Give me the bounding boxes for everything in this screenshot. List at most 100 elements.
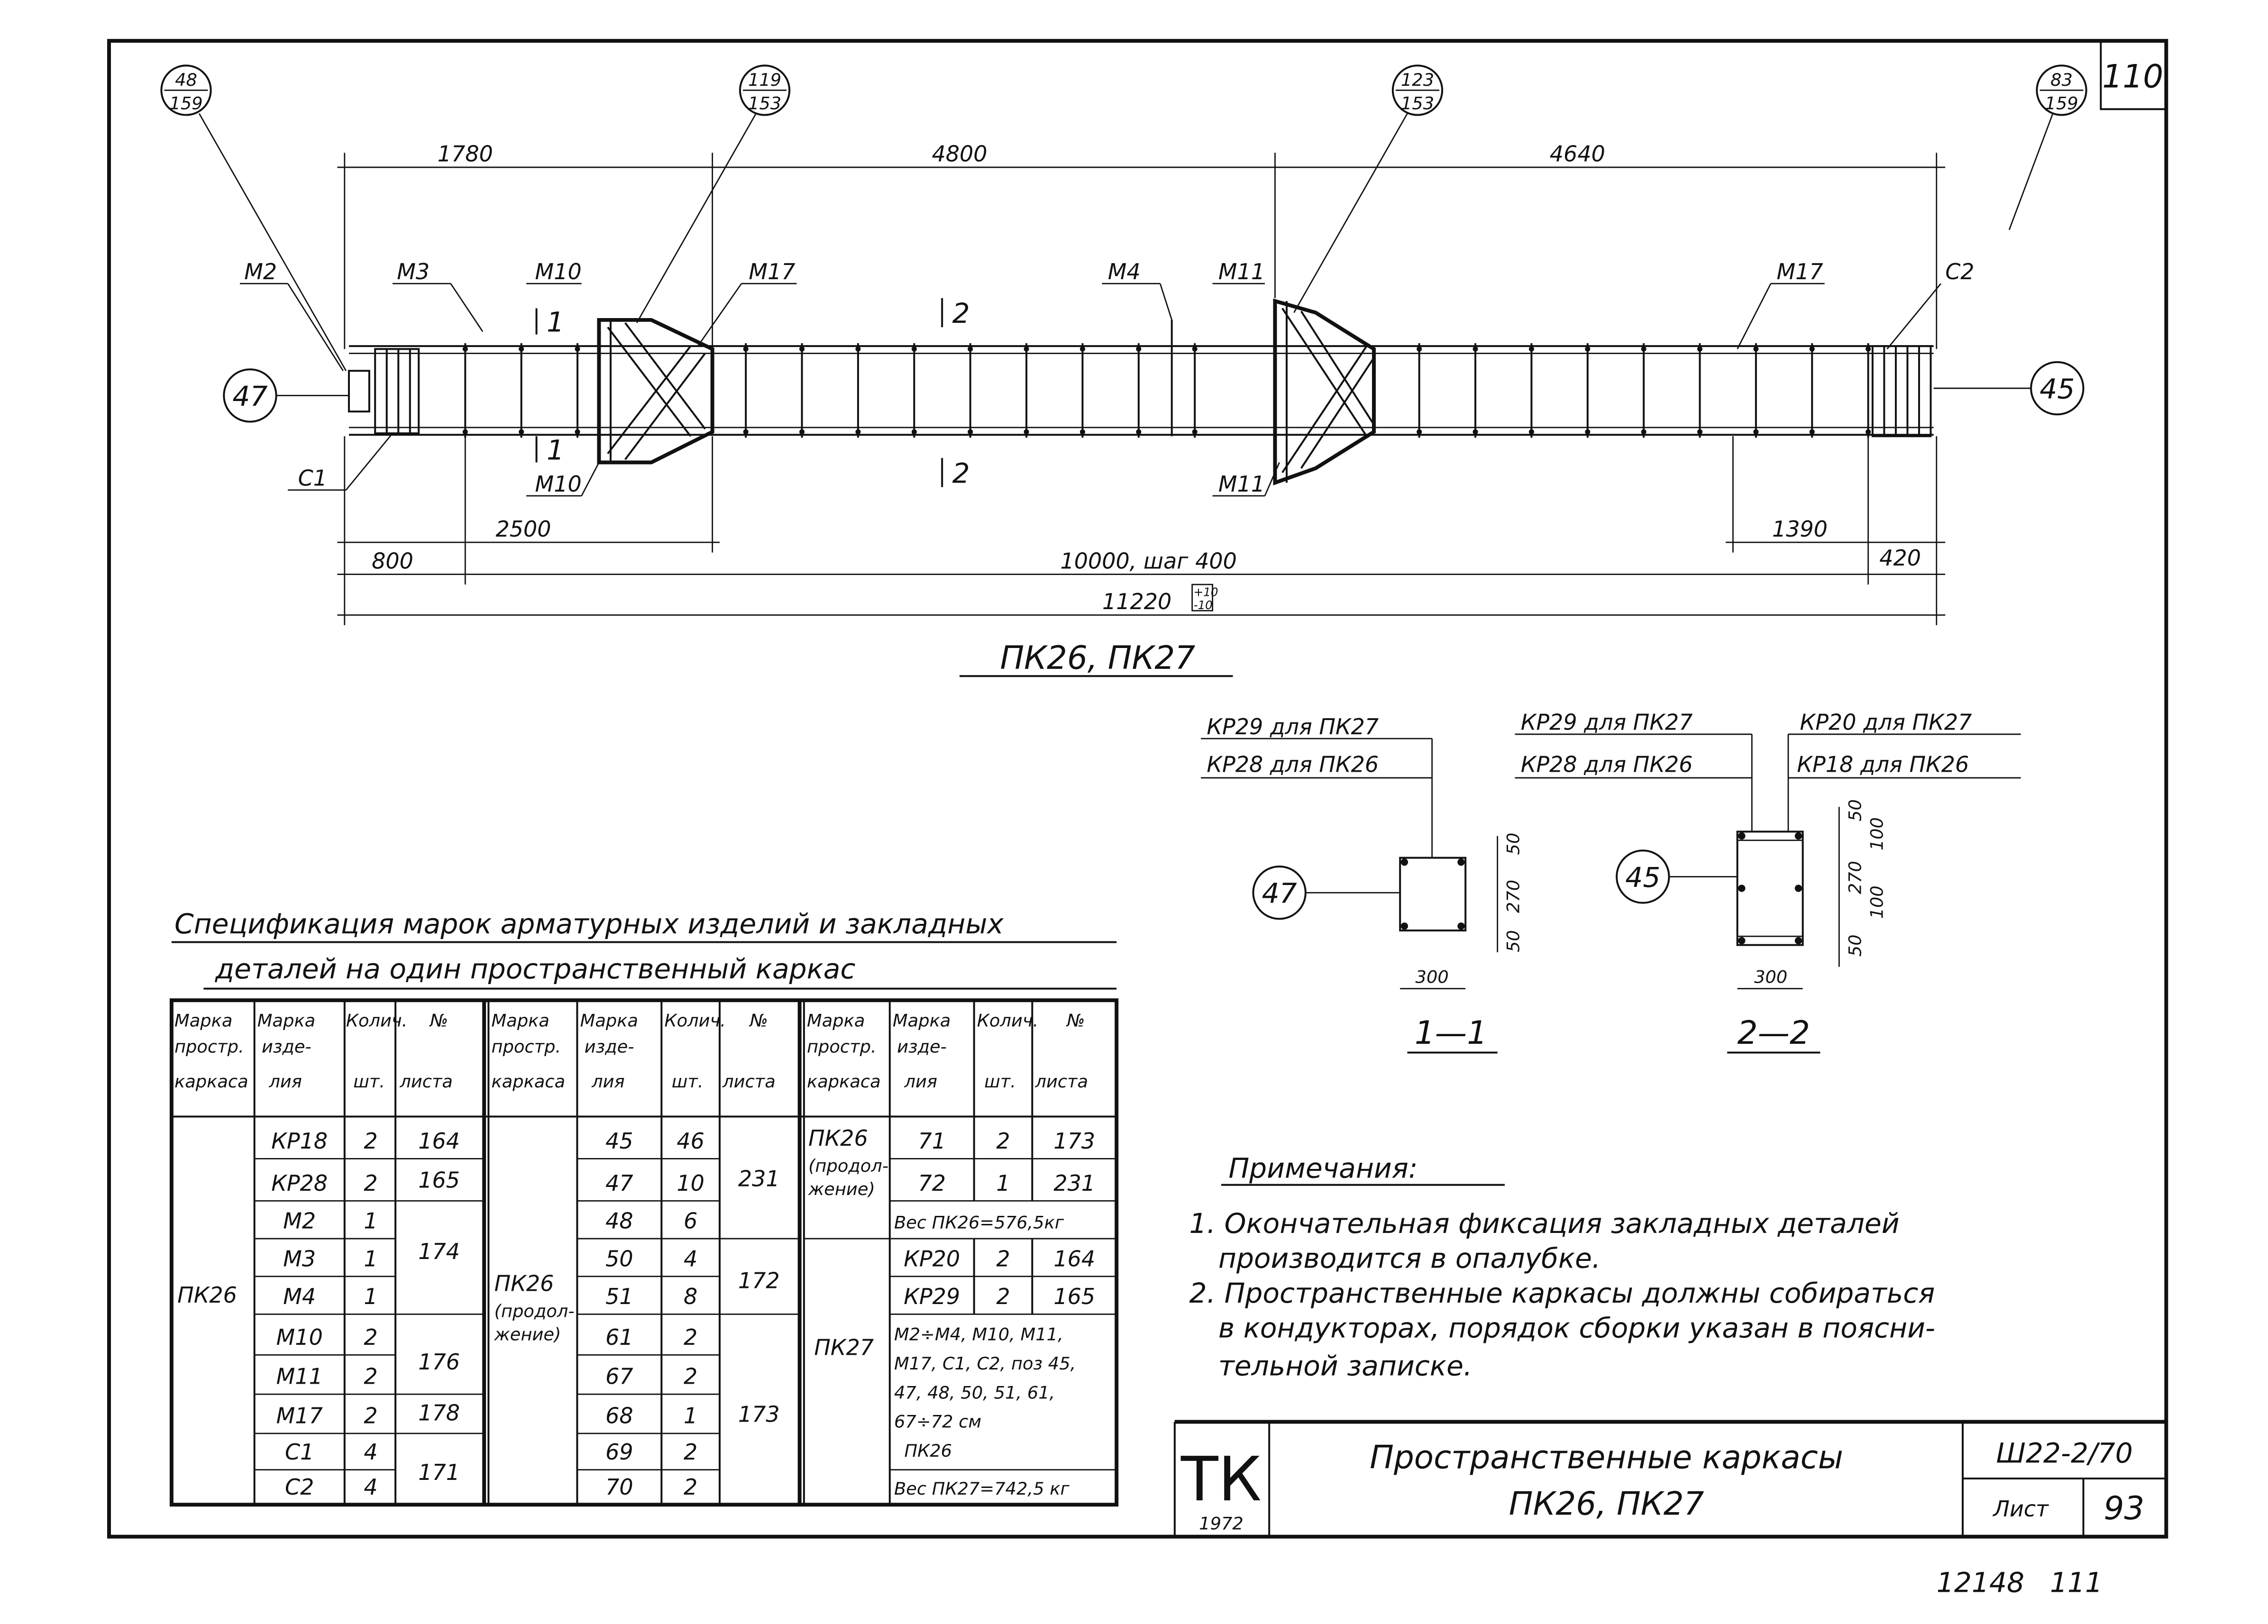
footer-stamp-left: 12148 <box>1937 1566 2024 1598</box>
svg-text:Колич.: Колич. <box>664 1010 726 1031</box>
rebar-dot <box>1809 429 1815 435</box>
item-qty: 2 <box>684 1474 697 1500</box>
notes: Примечания: 1. Окончательная фиксация за… <box>1189 1152 1935 1382</box>
footer-stamp-right: 111 <box>2050 1566 2103 1598</box>
svg-text:изде-: изде- <box>262 1037 311 1057</box>
svg-text:100: 100 <box>1866 885 1887 919</box>
item-qty: 4 <box>684 1246 697 1271</box>
bottom-dimensions: 2500 1390 800 10000, шаг 400 420 11220 +… <box>337 436 1946 625</box>
spec-title-line2: деталей на один пространственный каркас <box>215 953 856 985</box>
svg-text:48: 48 <box>175 70 197 90</box>
rebar-dot <box>1472 346 1478 352</box>
svg-text:Марка: Марка <box>807 1010 865 1031</box>
svg-text:ПК26, ПК27: ПК26, ПК27 <box>1509 1485 1704 1523</box>
rebar-dot <box>1417 346 1422 352</box>
rebar-dot <box>1079 346 1085 352</box>
svg-text:ПК26: ПК26 <box>904 1441 952 1461</box>
rebar-dot <box>743 346 749 352</box>
rebar-dot <box>519 429 524 435</box>
svg-text:тельной записке.: тельной записке. <box>1218 1350 1472 1382</box>
item-mark: 50 <box>605 1246 633 1271</box>
item-mark: С1 <box>285 1439 314 1465</box>
item-qty: 46 <box>677 1128 704 1154</box>
svg-text:420: 420 <box>1879 545 1921 571</box>
svg-text:800: 800 <box>372 548 413 574</box>
section-2-2: КР29 для ПК27 КР28 для ПК26 КР20 для ПК2… <box>1515 710 2021 1054</box>
svg-text:ПК26: ПК26 <box>494 1270 554 1296</box>
rebar-dot <box>1753 346 1759 352</box>
svg-text:М17: М17 <box>749 259 795 284</box>
item-qty: 2 <box>364 1324 377 1350</box>
svg-text:10000, шаг 400: 10000, шаг 400 <box>1060 548 1236 574</box>
svg-text:50: 50 <box>1845 934 1865 957</box>
title-block: ТК 1972 Пространственные каркасы ПК26, П… <box>1173 1420 2167 1537</box>
item-qty: 1 <box>364 1246 377 1271</box>
rebar-dot <box>1136 429 1142 435</box>
svg-text:+10: +10 <box>1194 585 1218 599</box>
item-qty: 2 <box>364 1364 377 1389</box>
item-mark: М17 <box>276 1403 323 1429</box>
rebar-dot <box>1136 346 1142 352</box>
svg-text:Ш22-2/70: Ш22-2/70 <box>1996 1437 2133 1469</box>
svg-text:174: 174 <box>418 1239 460 1264</box>
svg-text:165: 165 <box>418 1168 460 1193</box>
svg-text:шт.: шт. <box>672 1071 704 1092</box>
rebar-dot <box>1024 429 1029 435</box>
svg-text:М10: М10 <box>535 259 582 284</box>
svg-text:165: 165 <box>1053 1284 1095 1309</box>
rebar-dot <box>743 429 749 435</box>
svg-text:1390: 1390 <box>1772 516 1828 542</box>
svg-text:М4: М4 <box>1108 259 1141 284</box>
svg-text:КР29 для ПК27: КР29 для ПК27 <box>1521 710 1693 735</box>
item-qty: 4 <box>364 1439 377 1465</box>
svg-text:М2: М2 <box>244 259 277 284</box>
svg-text:50: 50 <box>1503 833 1524 855</box>
svg-text:300: 300 <box>1754 967 1787 987</box>
rebar-dot <box>1192 346 1198 352</box>
svg-text:2: 2 <box>952 297 970 329</box>
svg-text:2—2: 2—2 <box>1738 1014 1810 1051</box>
svg-text:72: 72 <box>918 1170 946 1196</box>
spec-title-line1: Спецификация марок арматурных изделий и … <box>174 908 1004 940</box>
rebar-dot <box>1753 429 1759 435</box>
item-mark: М3 <box>283 1246 316 1271</box>
svg-text:119: 119 <box>748 70 781 90</box>
item-mark: 51 <box>605 1284 633 1309</box>
item-qty: 1 <box>364 1208 377 1234</box>
svg-text:С2: С2 <box>1945 259 1974 284</box>
svg-text:каркаса: каркаса <box>174 1071 248 1092</box>
svg-text:Марка: Марка <box>257 1010 315 1031</box>
svg-text:каркаса: каркаса <box>492 1071 566 1092</box>
svg-text:М11: М11 <box>1218 259 1265 284</box>
item-mark: КР18 <box>271 1128 328 1154</box>
item-mark: 70 <box>605 1474 633 1500</box>
item-mark: М4 <box>283 1284 316 1309</box>
svg-text:67÷72 см: 67÷72 см <box>894 1412 981 1432</box>
rebar-dot <box>1866 346 1871 352</box>
item-qty: 4 <box>364 1474 377 1500</box>
top-dimensions: 1780 4800 4640 <box>337 141 1946 349</box>
item-mark: 61 <box>605 1324 633 1350</box>
svg-text:М11: М11 <box>1218 471 1265 497</box>
svg-text:47: 47 <box>1262 877 1297 910</box>
table-row: 70 2 <box>605 1474 697 1500</box>
rebar-dot <box>911 346 917 352</box>
svg-text:178: 178 <box>418 1400 460 1425</box>
item-qty: 2 <box>684 1439 697 1465</box>
svg-text:1—1: 1—1 <box>1415 1014 1487 1051</box>
sheet-border <box>107 39 2168 1539</box>
item-mark: 45 <box>605 1128 633 1154</box>
rebar-dot <box>1697 429 1703 435</box>
svg-text:1: 1 <box>547 434 564 466</box>
svg-text:176: 176 <box>418 1349 460 1375</box>
rebar-dot <box>1585 429 1591 435</box>
reinforcement-cage-elevation <box>348 283 1934 486</box>
svg-text:Колич.: Колич. <box>346 1010 408 1031</box>
part-labels: М2 М3 М10 М17 М4 М11 М17 С2 С1 М10 М11 <box>240 259 1975 497</box>
rebar-dot <box>1585 346 1591 352</box>
svg-text:173: 173 <box>738 1401 780 1427</box>
rebar-dot <box>462 429 468 435</box>
